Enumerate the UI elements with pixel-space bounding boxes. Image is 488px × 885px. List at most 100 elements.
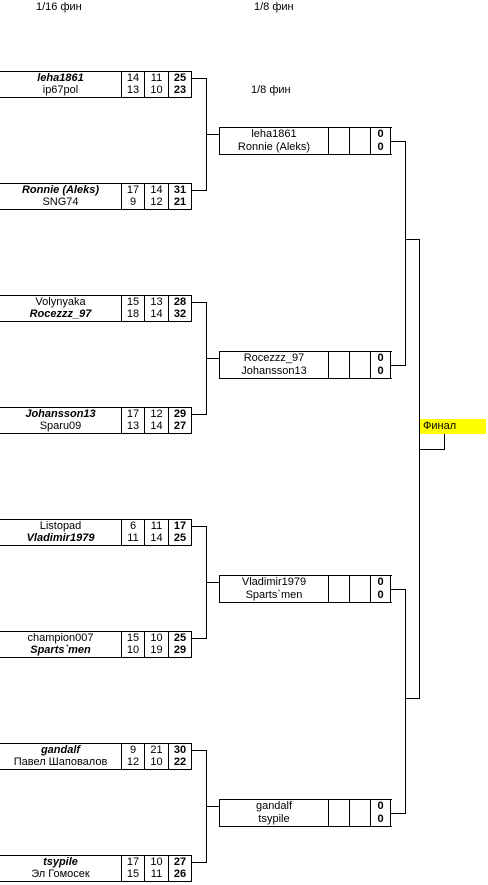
player-name: Sparu09 [0,420,122,433]
set2-score: 10 [145,632,169,645]
r8-row: Johansson13 0 [219,365,392,379]
player-name: champion007 [0,632,122,645]
set1-score: 17 [122,408,145,421]
connector-line [206,806,219,807]
player-name: ip67pol [0,84,122,97]
connector-line [192,190,206,191]
total-score: 21 [169,196,192,209]
empty-cell [350,813,371,826]
connector-line [391,141,405,142]
player-name: Rocezzz_97 [0,308,122,321]
total-score: 30 [169,744,192,757]
set2-score: 21 [145,744,169,757]
set2-score: 13 [145,296,169,309]
total-score: 0 [371,365,391,378]
empty-cell [350,576,371,589]
empty-cell [329,128,350,141]
set1-score: 17 [122,856,145,869]
header-round16: 1/16 фин [36,1,82,13]
total-score: 27 [169,856,192,869]
set1-score: 9 [122,196,145,209]
connector-line [206,358,219,359]
set2-score: 11 [145,520,169,533]
set2-score: 10 [145,856,169,869]
connector-line [206,582,219,583]
player-name: leha1861 [220,128,329,141]
set2-score: 12 [145,408,169,421]
connector-line [192,862,206,863]
connector-line [192,78,206,79]
empty-cell [350,800,371,813]
set2-score: 14 [145,308,169,321]
set1-score: 13 [122,84,145,97]
set2-score: 10 [145,84,169,97]
player-name: leha1861 [0,72,122,85]
total-score: 26 [169,868,192,881]
empty-cell [329,576,350,589]
empty-cell [329,589,350,602]
connector-line [206,134,219,135]
set1-score: 9 [122,744,145,757]
r8-row: leha1861 0 [219,127,392,141]
player-name: tsypile [0,856,122,869]
header-round8-secondary: 1/8 фин [251,84,291,96]
total-score: 31 [169,184,192,197]
header-round8: 1/8 фин [254,1,294,13]
total-score: 25 [169,532,192,545]
set1-score: 13 [122,420,145,433]
set2-score: 14 [145,420,169,433]
total-score: 0 [371,589,391,602]
connector-line [444,434,445,450]
connector-line [391,589,405,590]
set1-score: 15 [122,868,145,881]
player-name: Johansson13 [220,365,329,378]
player-name: Эл Гомосек [0,868,122,881]
set1-score: 15 [122,296,145,309]
player-name: Sparts`men [0,644,122,657]
player-name: Volynyaka [0,296,122,309]
total-score: 28 [169,296,192,309]
set2-score: 14 [145,184,169,197]
empty-cell [329,352,350,365]
connector-line [192,526,206,527]
empty-cell [350,365,371,378]
connector-line [391,365,405,366]
r8-row: Ronnie (Aleks) 0 [219,141,392,155]
player-name: Ronnie (Aleks) [220,141,329,154]
empty-cell [329,813,350,826]
player-name: gandalf [220,800,329,813]
set2-score: 12 [145,196,169,209]
total-score: 0 [371,141,391,154]
player-name: Listopad [0,520,122,533]
set1-score: 17 [122,184,145,197]
set2-score: 11 [145,72,169,85]
connector-line [192,414,206,415]
set1-score: 6 [122,520,145,533]
connector-line [405,698,419,699]
total-score: 29 [169,408,192,421]
set1-score: 10 [122,644,145,657]
connector-line [419,239,420,699]
connector-line [405,589,406,814]
player-name: Johansson13 [0,408,122,421]
total-score: 0 [371,128,391,141]
player-name: Павел Шаповалов [0,756,122,769]
total-score: 22 [169,756,192,769]
connector-line [192,638,206,639]
set2-score: 14 [145,532,169,545]
total-score: 0 [371,352,391,365]
player-name: Vladimir1979 [0,532,122,545]
total-score: 27 [169,420,192,433]
